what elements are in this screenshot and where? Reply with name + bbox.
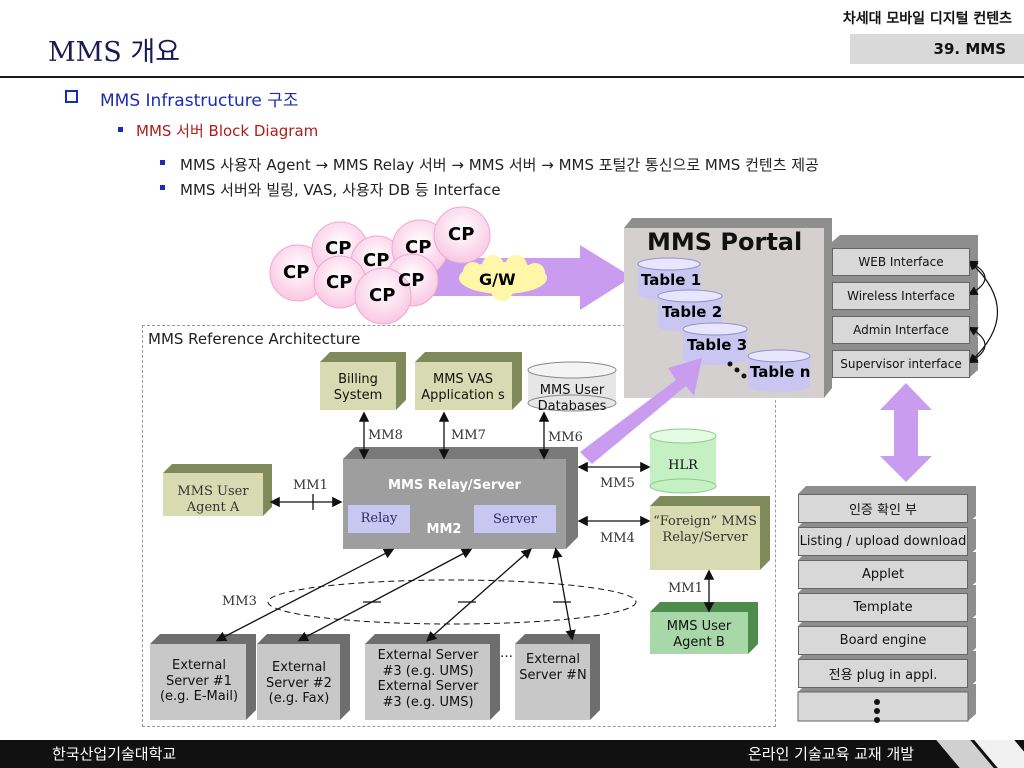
bullet-level3-b: MMS 서버와 빌링, VAS, 사용자 DB 등 Interface bbox=[180, 181, 501, 199]
gateway-label: G/W bbox=[479, 270, 516, 289]
board-engine-module-box: Board engine bbox=[798, 626, 968, 655]
mm4-label: MM4 bbox=[600, 531, 635, 546]
interface-links bbox=[215, 411, 715, 642]
external-server-n: External Server #N bbox=[519, 652, 587, 683]
agent-b-label: MMS User Agent B bbox=[666, 619, 732, 650]
bullet-level3-a: MMS 사용자 Agent → MMS Relay 서버 → MMS 서버 → … bbox=[180, 156, 819, 174]
vas-box-3d bbox=[415, 352, 522, 410]
admin-interface-box: Admin Interface bbox=[832, 316, 970, 344]
reference-architecture-frame bbox=[142, 325, 776, 727]
billing-box-3d bbox=[320, 352, 406, 410]
mm3-label: MM3 bbox=[222, 594, 257, 609]
cp-label: CP bbox=[325, 238, 352, 259]
footer-project: 온라인 기술교육 교재 개발 bbox=[748, 745, 915, 763]
bullet-level1: MMS Infrastructure 구조 bbox=[100, 91, 299, 111]
ellipsis-label: … bbox=[500, 646, 513, 661]
web-interface-box: WEB Interface bbox=[832, 248, 970, 276]
interface-connectors bbox=[967, 260, 999, 364]
cp-label: CP bbox=[405, 237, 432, 258]
bullet-dot-icon bbox=[160, 160, 165, 165]
page-title: MMS 개요 bbox=[48, 37, 181, 68]
portal-double-arrow bbox=[880, 383, 932, 482]
template-module-box: Template bbox=[798, 593, 968, 622]
mm7-label: MM7 bbox=[451, 428, 486, 443]
topic-label: 39. MMS bbox=[933, 40, 1006, 58]
footer-university: 한국산업기술대학교 bbox=[52, 745, 177, 763]
relay-to-portal-arrow bbox=[580, 358, 702, 464]
cp-label: CP bbox=[369, 285, 396, 306]
mm8-label: MM8 bbox=[368, 428, 403, 443]
cp-label: CP bbox=[363, 250, 390, 271]
relay-server-label: MMS Relay/Server bbox=[388, 478, 521, 493]
external-server-2: External Server #2 (e.g. Fax) bbox=[266, 660, 332, 707]
bullet-dot-icon bbox=[118, 127, 123, 132]
reference-architecture-title: MMS Reference Architecture bbox=[148, 330, 361, 348]
applet-module-box: Applet bbox=[798, 560, 968, 589]
cp-label: CP bbox=[448, 224, 475, 245]
server-label: Server bbox=[492, 512, 538, 527]
table-label: Table n bbox=[750, 363, 811, 381]
agent-b-box-3d bbox=[650, 602, 758, 654]
cp-label: CP bbox=[283, 262, 310, 283]
relay-server-box-3d bbox=[343, 447, 578, 549]
mm1b-label: MM1 bbox=[668, 581, 703, 596]
billing-label: Billing System bbox=[333, 372, 383, 403]
footer-bar bbox=[0, 740, 1024, 768]
plugin-module-box: 전용 plug in appl. bbox=[798, 659, 968, 688]
bullet-dot-icon bbox=[160, 185, 165, 190]
mm2-label: MM2 bbox=[426, 522, 462, 537]
table-label: Table 1 bbox=[641, 271, 702, 289]
cp-label: CP bbox=[398, 270, 425, 291]
topic-box bbox=[850, 34, 1024, 64]
mm5-label: MM5 bbox=[600, 476, 635, 491]
foreign-label: “Foreign” MMS Relay/Server bbox=[653, 514, 757, 545]
foreign-box-3d bbox=[650, 496, 770, 570]
userdb-label: MMS User Databases bbox=[537, 383, 607, 414]
external-server-1: External Server #1 (e.g. E-Mail) bbox=[159, 658, 239, 705]
external-servers-3d bbox=[150, 634, 600, 720]
table-label: Table 2 bbox=[662, 303, 723, 321]
relay-label: Relay bbox=[360, 511, 398, 526]
agent-a-label: MMS User Agent A bbox=[177, 484, 249, 515]
hlr-label: HLR bbox=[668, 458, 698, 473]
userdb-cylinder bbox=[527, 361, 617, 412]
gateway-cloud bbox=[459, 255, 547, 301]
hlr-cylinder bbox=[649, 428, 717, 494]
portal-title: MMS Portal bbox=[647, 228, 803, 256]
mm3-dashed-ellipse bbox=[267, 579, 637, 625]
mm6-label: MM6 bbox=[548, 430, 583, 445]
cp-label: CP bbox=[326, 272, 353, 293]
header-divider bbox=[0, 76, 1024, 78]
external-server-3: External Server #3 (e.g. UMS) External S… bbox=[377, 648, 479, 710]
wireless-interface-box: Wireless Interface bbox=[832, 282, 970, 310]
portal-tables bbox=[637, 257, 811, 392]
course-title: 차세대 모바일 디지털 컨텐츠 bbox=[842, 11, 1012, 27]
mm1-label: MM1 bbox=[293, 478, 328, 493]
listing-module-box: Listing / upload download bbox=[798, 527, 968, 556]
supervisor-interface-box: Supervisor interface bbox=[832, 350, 970, 378]
table-label: Table 3 bbox=[687, 336, 748, 354]
auth-module-box: 인증 확인 부 bbox=[798, 494, 968, 523]
vas-label: MMS VAS Application s bbox=[421, 372, 505, 403]
square-bullet-icon bbox=[65, 90, 78, 103]
agent-a-box-3d bbox=[163, 464, 272, 516]
bullet-level2: MMS 서버 Block Diagram bbox=[136, 122, 319, 140]
cp-cloud-group bbox=[269, 206, 491, 325]
